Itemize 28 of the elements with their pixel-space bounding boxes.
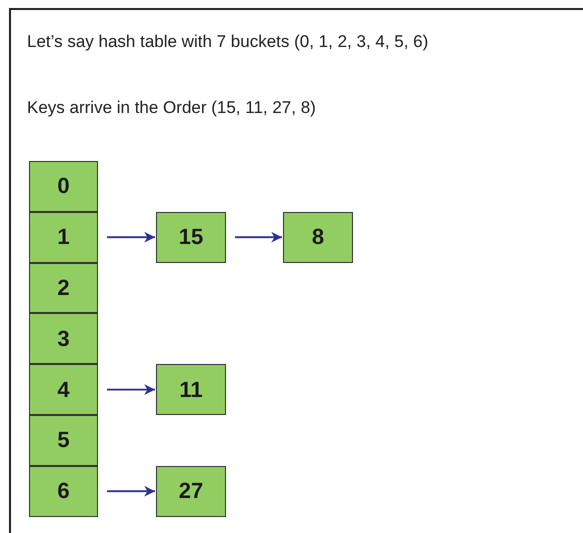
arrow [107,232,155,243]
bucket-cell [29,212,98,263]
node-value: 6 [57,478,70,504]
node-value: 4 [57,376,70,403]
arrow [235,232,282,243]
bucket-cell [29,466,98,517]
note-text: Keys arrive in the Order (15, 11, 27, 8) [27,98,316,118]
bucket-cell [29,415,98,466]
list-node [156,466,226,517]
bucket-cell [29,313,98,364]
node-value: 1 [57,224,70,250]
list-node [283,212,353,263]
node-value: 8 [312,224,324,250]
bucket-cell [29,262,98,314]
node-value: 2 [57,274,70,301]
list-node [156,364,226,415]
arrow [107,486,155,497]
node-value: 0 [57,173,70,200]
list-node [156,212,226,263]
arrow [107,384,155,395]
bucket-cell [29,364,98,415]
bucket-cell [29,161,98,212]
node-value: 27 [178,478,204,504]
node-value: 11 [179,376,203,403]
node-value: 3 [57,326,70,352]
node-value: 15 [178,224,204,250]
note-text: Let’s say hash table with 7 buckets (0, 1, 2, 3, 4, 5, 6) [27,32,428,52]
node-value: 5 [57,427,70,454]
